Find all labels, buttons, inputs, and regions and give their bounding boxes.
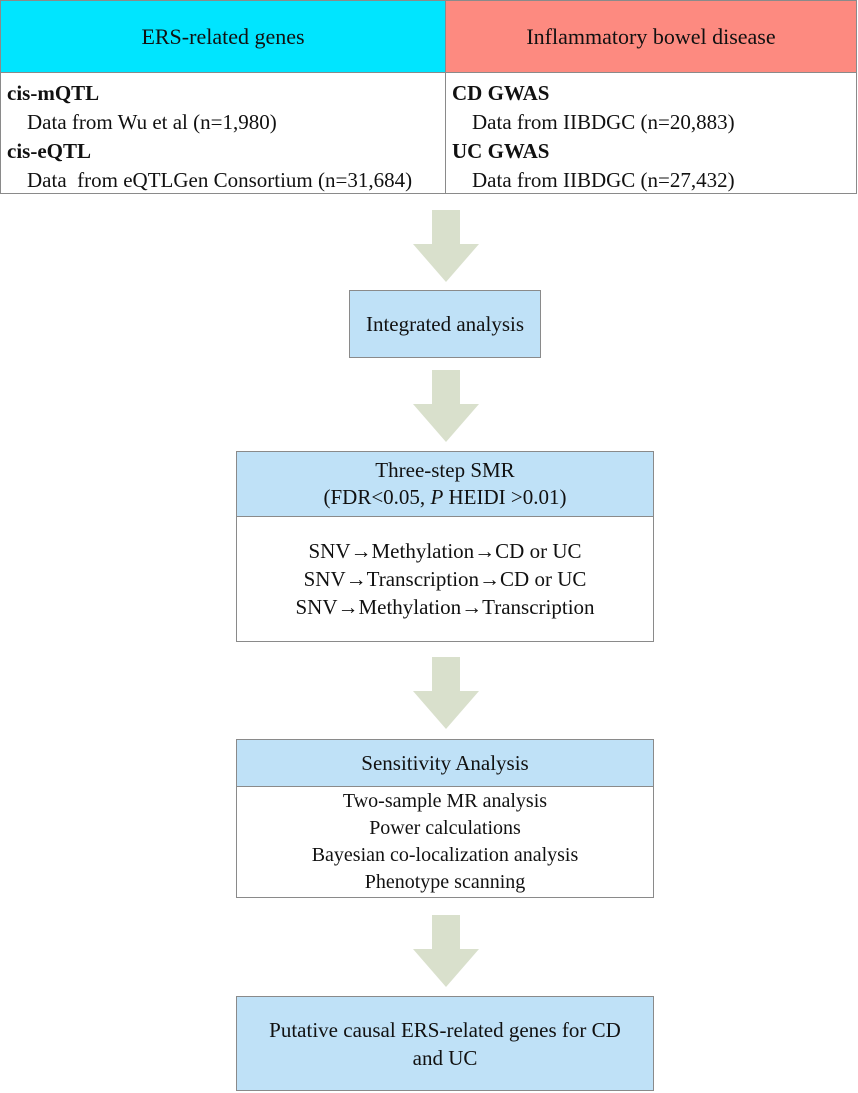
cd-gwas-heading: CD GWAS bbox=[452, 81, 550, 105]
sensitivity-title: Sensitivity Analysis bbox=[361, 750, 529, 775]
ers-genes-data-cell: cis-mQTL Data from Wu et al (n=1,980) ci… bbox=[0, 72, 446, 194]
uc-gwas-heading: UC GWAS bbox=[452, 139, 550, 163]
sensitivity-header-box: Sensitivity Analysis bbox=[236, 739, 654, 787]
smr-step-3: SNV→Methylation→Transcription bbox=[295, 595, 595, 619]
ibd-header-label: Inflammatory bowel disease bbox=[526, 23, 776, 49]
sensitivity-item-colocalization: Bayesian co-localization analysis bbox=[311, 844, 579, 866]
sensitivity-item-power: Power calculations bbox=[369, 817, 521, 839]
sensitivity-item-two-sample-mr: Two-sample MR analysis bbox=[342, 790, 548, 812]
down-arrow-icon bbox=[413, 657, 479, 729]
cis-mqtl-source: Data from Wu et al (n=1,980) bbox=[27, 110, 277, 134]
uc-gwas-source: Data from IIBDGC (n=27,432) bbox=[472, 168, 735, 192]
smr-criteria: (FDR<0.05, P HEIDI >0.01) bbox=[323, 485, 567, 509]
cis-mqtl-heading: cis-mQTL bbox=[7, 81, 100, 105]
ers-genes-header: ERS-related genes bbox=[0, 0, 446, 73]
smr-step-1: SNV→Methylation→CD or UC bbox=[308, 539, 582, 563]
cis-eqtl-source: Data from eQTLGen Consortium (n=31,684) bbox=[27, 168, 413, 192]
integrated-analysis-label: Integrated analysis bbox=[365, 311, 525, 336]
result-line-1: Putative causal ERS-related genes for CD bbox=[269, 1017, 621, 1042]
cd-gwas-source: Data from IIBDGC (n=20,883) bbox=[472, 110, 735, 134]
sensitivity-items-box: Two-sample MR analysis Power calculation… bbox=[236, 786, 654, 898]
down-arrow-icon bbox=[413, 915, 479, 987]
ibd-header: Inflammatory bowel disease bbox=[445, 0, 857, 73]
smr-steps-box: SNV→Methylation→CD or UC SNV→Transcripti… bbox=[236, 516, 654, 642]
result-line-2: and UC bbox=[412, 1045, 478, 1070]
down-arrow-icon bbox=[413, 210, 479, 282]
integrated-analysis-box: Integrated analysis bbox=[349, 290, 541, 358]
sensitivity-item-phenotype-scanning: Phenotype scanning bbox=[364, 871, 526, 893]
smr-header-box: Three-step SMR (FDR<0.05, P HEIDI >0.01) bbox=[236, 451, 654, 517]
smr-title: Three-step SMR bbox=[375, 458, 515, 482]
down-arrow-icon bbox=[413, 370, 479, 442]
ibd-data-cell: CD GWAS Data from IIBDGC (n=20,883) UC G… bbox=[445, 72, 857, 194]
smr-step-2: SNV→Transcription→CD or UC bbox=[303, 567, 587, 591]
ers-genes-header-label: ERS-related genes bbox=[141, 23, 305, 49]
cis-eqtl-heading: cis-eQTL bbox=[7, 139, 91, 163]
result-box: Putative causal ERS-related genes for CD… bbox=[236, 996, 654, 1091]
